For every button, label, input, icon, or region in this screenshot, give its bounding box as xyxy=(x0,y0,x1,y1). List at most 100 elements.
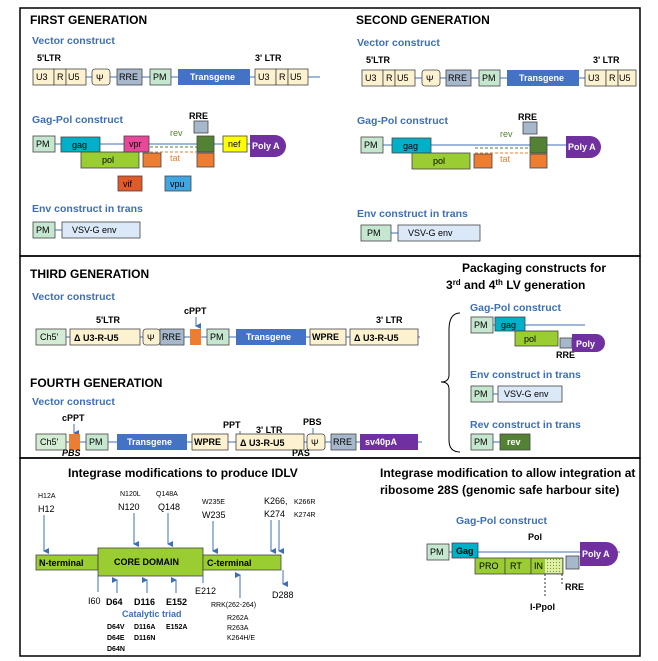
fourth-sv40pa-label: sv40pA xyxy=(365,437,398,447)
third-rre xyxy=(159,328,185,346)
ribosome-gag xyxy=(451,542,479,559)
second-gp-rre-label: RRE xyxy=(518,112,537,122)
first-3ltr-label: 3' LTR xyxy=(255,53,282,63)
packaging-rev-label: rev xyxy=(507,437,521,447)
third-pm-label: PM xyxy=(210,332,224,342)
second-u5-5 xyxy=(394,69,416,87)
second-generation-title: SECOND GENERATION xyxy=(356,13,490,27)
integrase-modifications: Integrase modifications to produce IDLV … xyxy=(35,466,315,653)
packaging-polya-label: Poly xyxy=(576,339,595,349)
second-env-label: VSV-G env xyxy=(408,228,453,238)
third-cppt xyxy=(190,329,201,345)
first-tat-exon2 xyxy=(196,152,215,168)
fourth-wpre xyxy=(191,433,229,451)
label-d288: D288 xyxy=(272,590,294,600)
fourth-rre-label: RRE xyxy=(333,437,352,447)
packaging-constructs: Packaging constructs for 3rd and 4th LV … xyxy=(446,261,606,451)
first-pm xyxy=(149,68,172,86)
first-nef-label: nef xyxy=(228,139,241,149)
packaging-polya xyxy=(572,334,605,352)
third-vector-title: Vector construct xyxy=(32,291,115,303)
third-psi-label: Ψ xyxy=(147,333,155,343)
packaging-bracket xyxy=(440,312,461,453)
second-pm xyxy=(478,69,501,87)
third-cppt-label: cPPT xyxy=(184,306,207,316)
third-3ltr-label: 3' LTR xyxy=(376,315,403,325)
packaging-pm-label: PM xyxy=(474,320,488,330)
first-transgene xyxy=(178,69,250,85)
second-psi-label: Ψ xyxy=(426,74,434,84)
fourth-transgene-label: Transgene xyxy=(127,437,172,447)
first-env xyxy=(61,221,141,239)
second-5ltr-label: 5'LTR xyxy=(366,55,390,65)
label-r262a: R262A xyxy=(227,615,249,622)
third-delta-5: Δ xyxy=(74,333,81,343)
third-5ltr-label: 5'LTR xyxy=(96,315,120,325)
packaging-pol xyxy=(514,330,559,347)
first-gp-pm-label: PM xyxy=(36,139,50,149)
ribosome-pm xyxy=(426,543,450,561)
label-w235e: W235E xyxy=(202,499,225,506)
first-pm-label: PM xyxy=(153,72,167,82)
fourth-cppt-label: cPPT xyxy=(62,413,85,423)
first-generation-title: FIRST GENERATION xyxy=(30,13,147,27)
first-nef xyxy=(222,135,248,153)
packaging-env-title: Env construct in trans xyxy=(470,369,581,381)
packaging-env-label: VSV-G env xyxy=(504,389,549,399)
ribosome-i-ppoi-fusion xyxy=(545,559,562,573)
label-e212: E212 xyxy=(195,586,216,596)
first-r-5-label: R xyxy=(57,72,64,82)
ribosome-i-ppoi-label: I-PpoI xyxy=(530,602,555,612)
packaging-rre-label: RRE xyxy=(556,350,575,360)
first-gag xyxy=(60,136,101,153)
label-r263a: R263A xyxy=(227,625,249,632)
third-wpre-label: WPRE xyxy=(312,332,339,342)
label-i60: I60 xyxy=(88,596,101,606)
label-h12a: H12A xyxy=(38,493,56,500)
second-rre-label: RRE xyxy=(448,73,467,83)
label-k266r: K266R xyxy=(294,499,315,506)
first-rre-label: RRE xyxy=(119,72,138,82)
fourth-3ltr-label: 3' LTR xyxy=(256,425,283,435)
label-q148a: Q148A xyxy=(156,491,178,498)
second-tat-exon1 xyxy=(473,153,493,169)
first-vector-title: Vector construct xyxy=(32,35,115,47)
packaging-gag xyxy=(494,316,526,332)
fourth-pm-label: PM xyxy=(89,437,103,447)
fourth-generation-title: FOURTH GENERATION xyxy=(30,376,162,390)
third-wpre xyxy=(309,328,347,346)
fourth-generation: FOURTH GENERATION Vector construct cPPT … xyxy=(30,376,422,458)
fourth-pm xyxy=(85,433,109,451)
third-generation-title: THIRD GENERATION xyxy=(30,267,149,281)
first-gp-rre xyxy=(193,120,209,134)
domain-n-terminal-label: N-terminal xyxy=(39,558,84,568)
packaging-title-1: Packaging constructs for xyxy=(462,261,606,275)
ribosome-rre-label: RRE xyxy=(565,582,584,592)
first-pol xyxy=(80,151,140,169)
second-rev-exon2 xyxy=(529,136,548,154)
third-transgene xyxy=(236,329,306,345)
second-gp-pm-label: PM xyxy=(364,140,378,150)
packaging-title-2: 3rd and 4th LV generation xyxy=(446,278,585,292)
second-gp-pm xyxy=(360,136,384,154)
ribosome-pro-label: PRO xyxy=(479,561,499,571)
first-psi xyxy=(91,68,111,86)
label-e152: E152 xyxy=(166,597,187,607)
ribosome-rre xyxy=(565,555,580,570)
fourth-dltr xyxy=(235,433,305,451)
second-gp-rre xyxy=(522,121,538,135)
ribosome-gag-label: Gag xyxy=(456,546,474,556)
second-env-pm-label: PM xyxy=(367,228,381,238)
first-rev-exon2 xyxy=(196,135,215,153)
second-polya-label: Poly A xyxy=(568,142,596,152)
ribosome-polya xyxy=(580,542,618,566)
second-generation: SECOND GENERATION Vector construct 5'LTR… xyxy=(356,13,637,242)
second-u3-5-label: U3 xyxy=(365,73,377,83)
ribosome-integration: Integrase modification to allow integrat… xyxy=(380,466,635,612)
label-d64n: D64N xyxy=(107,646,125,653)
packaging-pol-label: pol xyxy=(524,334,536,344)
first-u5-3 xyxy=(287,68,309,86)
label-k274r: K274R xyxy=(294,512,315,519)
second-rre xyxy=(445,69,472,87)
